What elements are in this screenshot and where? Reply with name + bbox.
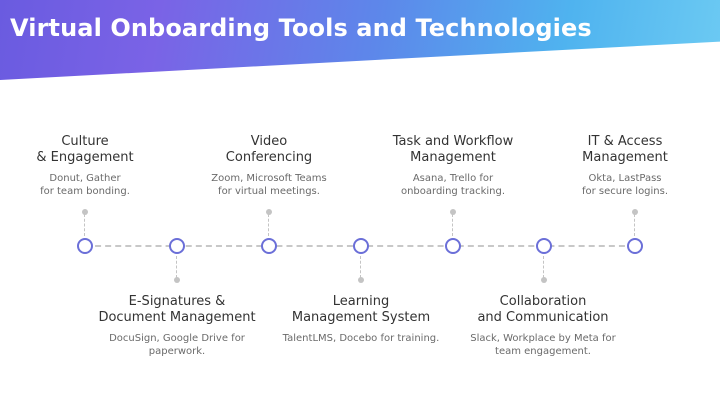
timeline-connector [634,214,635,236]
timeline-node [627,238,643,254]
item-title: Culture& Engagement [36,134,134,165]
timeline-node [169,238,185,254]
timeline-connector [452,214,453,236]
timeline-node [536,238,552,254]
connector-dot [82,209,88,215]
item-title: E-Signatures &Document Management [98,294,256,325]
timeline-connector [360,256,361,278]
timeline-node [261,238,277,254]
connector-dot [266,209,272,215]
connector-dot [174,277,180,283]
timeline-connector [176,256,177,278]
connector-dot [632,209,638,215]
connector-dot [541,277,547,283]
timeline-connector [268,214,269,236]
timeline-item-esignatures: E-Signatures &Document Management DocuSi… [82,294,272,358]
timeline-connector [84,214,85,236]
page-title: Virtual Onboarding Tools and Technologie… [10,14,592,42]
item-description: TalentLMS, Docebo for training. [282,333,440,344]
timeline-node [445,238,461,254]
timeline-node [77,238,93,254]
timeline-node [353,238,369,254]
connector-dot [450,209,456,215]
timeline-connector [543,256,544,278]
connector-dot [358,277,364,283]
